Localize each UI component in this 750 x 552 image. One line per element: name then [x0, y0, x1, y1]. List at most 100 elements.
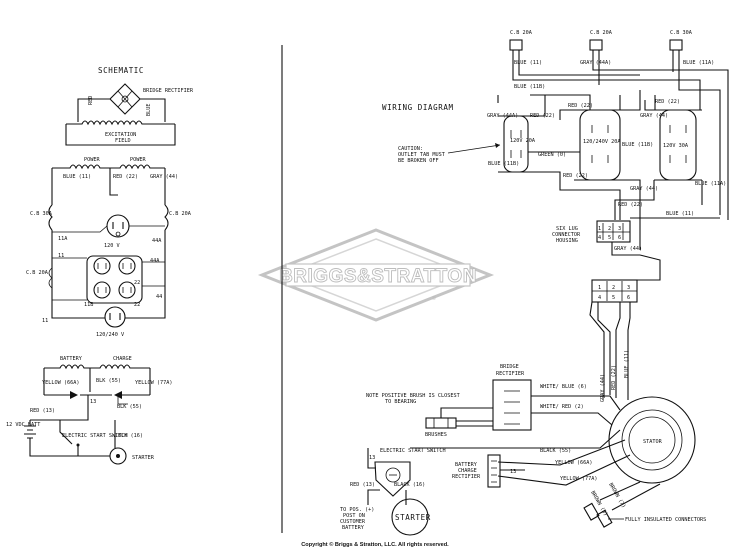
copyright-text: Copyright © Briggs & Stratton, LLC. All … [301, 541, 449, 548]
schematic-outlet-120v [106, 214, 130, 238]
schematic-title: SCHEMATIC [98, 66, 144, 75]
wiring-brushes [425, 417, 457, 429]
wiring-blue11b-label-3: BLUE (11B) [622, 142, 653, 148]
wiring-note-1: NOTE POSITIVE BRUSH IS CLOSEST [366, 393, 460, 399]
schematic-yellow66a-label: YELLOW (66A) [42, 380, 79, 386]
bridge-rectifier-symbol [109, 83, 141, 115]
lug-bottom-6: 6 [627, 295, 630, 301]
wiring-starter-motor [391, 498, 429, 536]
wiring-fully-insulated-label: FULLY INSULATED CONNECTORS [625, 517, 706, 523]
wiring-bridge-rectifier [492, 379, 532, 431]
schematic-cb20-label-a: C.B 20A [169, 211, 192, 217]
wiring-to-pos-2: POST ON [343, 513, 365, 519]
wiring-title: WIRING DIAGRAM [382, 103, 454, 112]
wiring-bridge-rect-label-1: BRIDGE [500, 364, 519, 370]
schematic-red13-label: RED (13) [30, 408, 55, 414]
wiring-outlet1-label: 120V 20A [510, 138, 536, 144]
wiring-caution-2: OUTLET TAB MUST [398, 152, 445, 158]
wiring-brushes-label: BRUSHES [425, 432, 447, 438]
schematic-red22-label: RED (22) [113, 174, 138, 180]
schematic-outlet-bottom [104, 306, 126, 328]
wiring-note-2: TO BEARING [385, 399, 416, 405]
wiring-blue11a-label: BLUE (11A) [683, 60, 714, 66]
wiring-yellow66a-label: YELLOW (66A) [555, 460, 592, 466]
wiring-outlet-120v-30a [654, 109, 702, 181]
schematic-gray44-label: GRAY (44) [150, 174, 178, 180]
lug-bottom-4: 4 [598, 295, 601, 301]
schematic-blk16-label: BLK (16) [118, 433, 143, 439]
wiring-to-pos-4: BATTERY [342, 525, 365, 531]
schematic-starter-motor [109, 447, 127, 465]
lug-top-1: 1 [598, 226, 601, 232]
schematic-outlet-120-240v [86, 255, 143, 304]
schematic-120-240v-label: 120/240 V [96, 332, 124, 338]
schematic-11c-label: 11 [42, 318, 48, 324]
battery-symbol [24, 420, 110, 457]
schematic-charge-label: CHARGE [113, 356, 132, 362]
wiring-red22-label-e: RED (22) [618, 202, 643, 208]
wiring-starter-label: STARTER [395, 513, 431, 522]
schematic-cb30-label: C.B 30A [30, 211, 53, 217]
wiring-outlet-120v-20a [498, 115, 534, 173]
schematic-11b-label: 11B [84, 302, 93, 308]
wiring-black16-label: BLACK (16) [394, 482, 425, 488]
lug-top-5: 5 [608, 235, 611, 241]
six-lug-connector-top [596, 220, 631, 243]
caution-leader-line [447, 144, 501, 154]
schematic-blue11-label: BLUE (11) [63, 174, 91, 180]
wiring-green0-label: GREEN (0) [538, 152, 566, 158]
wiring-outlet3-label: 120V 30A [663, 143, 689, 149]
schematic-yellow77a-label: YELLOW (77A) [135, 380, 172, 386]
lug-top-2: 2 [608, 226, 611, 232]
schematic-44-label: 44 [156, 294, 162, 300]
wiring-13-label: 13 [510, 469, 516, 475]
lug-bottom-3: 3 [627, 285, 630, 291]
batt-charge-rect-label-3: RECTIFIER [452, 474, 481, 480]
wiring-cb-1 [509, 39, 523, 60]
schematic-power-label-2: POWER [130, 157, 146, 163]
schematic-cb-20a-left [48, 267, 53, 289]
schematic-22-label-a: 22 [134, 302, 140, 308]
batt-charge-rect-label-1: BATTERY [455, 462, 478, 468]
six-lug-label-2: CONNECTOR [552, 232, 581, 238]
wiring-section: WIRING DIAGRAM C.B 20A C.B 20A C.B 30A B… [340, 30, 729, 536]
lug-top-6: 6 [618, 235, 621, 241]
wiring-outlet-120-240v-20a [574, 109, 626, 181]
batt-charge-rect-label-2: CHARGE [458, 468, 477, 474]
schematic-electric-start-switch-label: ELECTRIC START SWITCH [62, 433, 128, 439]
schematic-cb-20a-right [164, 204, 169, 231]
wiring-gray44-label-2: GRAY (44) [630, 186, 658, 192]
wiring-white-red2-label: WHITE/ RED (2) [540, 404, 584, 410]
wiring-caution-1: CAUTION: [398, 146, 423, 152]
wiring-to-pos-3: CUSTOMER [340, 519, 366, 525]
schematic-13-label: 13 [90, 399, 96, 405]
lug-bottom-1: 1 [598, 285, 601, 291]
schematic-22-label-b: 22 [134, 280, 140, 286]
wiring-to-pos-1: TO POS. (+) [340, 507, 374, 513]
six-lug-label-3: HOUSING [556, 238, 578, 244]
wiring-caution-3: BE BROKEN OFF [398, 158, 439, 164]
lug-bottom-2: 2 [612, 285, 615, 291]
schematic-red-label: RED [88, 96, 94, 105]
lug-bottom-5: 5 [612, 295, 615, 301]
battery-charge-rectifier [487, 454, 501, 488]
stator-label: STATOR [643, 439, 663, 445]
wiring-red22-label-b: RED (22) [568, 103, 593, 109]
schematic-section: SCHEMATIC BRIDGE RECTIFIER RED BLUE EXCI… [6, 66, 194, 465]
wiring-red22-vert: RED (22) [611, 365, 617, 390]
schematic-12vdc-label: 12 VDC BATT [6, 422, 40, 428]
wiring-gray44-label-3: GRAY (44) [614, 246, 642, 252]
schematic-11-label: 11 [58, 253, 64, 259]
schematic-blue-label: BLUE [146, 104, 152, 117]
wiring-outlet2-label: 120/240V 20A [583, 139, 621, 145]
power-coils [52, 164, 165, 170]
wiring-red13-label: RED (13) [350, 482, 375, 488]
wiring-red22-label-c: RED (22) [655, 99, 680, 105]
wiring-blue11a-label-2: BLUE (11A) [695, 181, 726, 187]
wiring-cb-3 [669, 39, 683, 60]
schematic-44a-label-2: 44A [150, 258, 160, 264]
schematic-11a-label: 11A [58, 236, 68, 242]
schematic-cb-30a [48, 204, 53, 231]
wiring-blue11-vert: BLUE (11) [624, 350, 630, 378]
